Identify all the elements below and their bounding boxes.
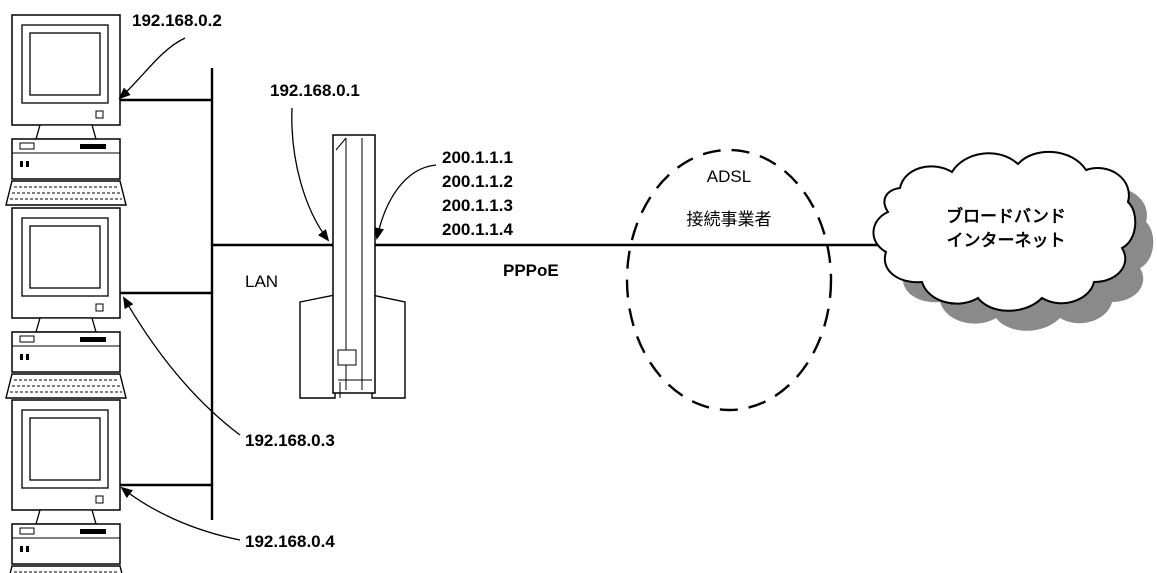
lan-label: LAN bbox=[245, 272, 278, 291]
router-wan-ip-label-2: 200.1.1.2 bbox=[442, 172, 513, 191]
router-wan-ip-label-4: 200.1.1.4 bbox=[442, 220, 513, 239]
arrow-pc-3 bbox=[120, 486, 241, 541]
provider-label-2: 接続事業者 bbox=[687, 210, 772, 229]
router-wan-ip-label-1: 200.1.1.1 bbox=[442, 148, 513, 167]
internet-label-2: インターネット bbox=[947, 231, 1066, 250]
pppoe-label: PPPoE bbox=[503, 261, 559, 280]
arrow-router-wan bbox=[374, 164, 437, 240]
desktop-pc-icon bbox=[5, 207, 127, 399]
desktop-pc-icon bbox=[5, 399, 127, 573]
pc-3-ip-label: 192.168.0.4 bbox=[245, 532, 335, 551]
arrow-pc-1 bbox=[118, 37, 186, 100]
provider-ellipse bbox=[625, 148, 833, 412]
pc-1-ip-label: 192.168.0.2 bbox=[132, 11, 222, 30]
router-wan-ip-label-3: 200.1.1.3 bbox=[442, 196, 513, 215]
arrow-router-lan bbox=[291, 107, 330, 242]
router-icon bbox=[299, 134, 406, 399]
router-lan-ip-label: 192.168.0.1 bbox=[270, 81, 360, 100]
desktop-pc-icon bbox=[5, 14, 127, 206]
cloud-icon bbox=[872, 150, 1137, 312]
pc-2-ip-label: 192.168.0.3 bbox=[245, 431, 335, 450]
internet-label-1: ブロードバンド bbox=[946, 206, 1066, 226]
arrow-pc-2 bbox=[122, 296, 241, 436]
provider-label-1: ADSL bbox=[707, 167, 751, 186]
